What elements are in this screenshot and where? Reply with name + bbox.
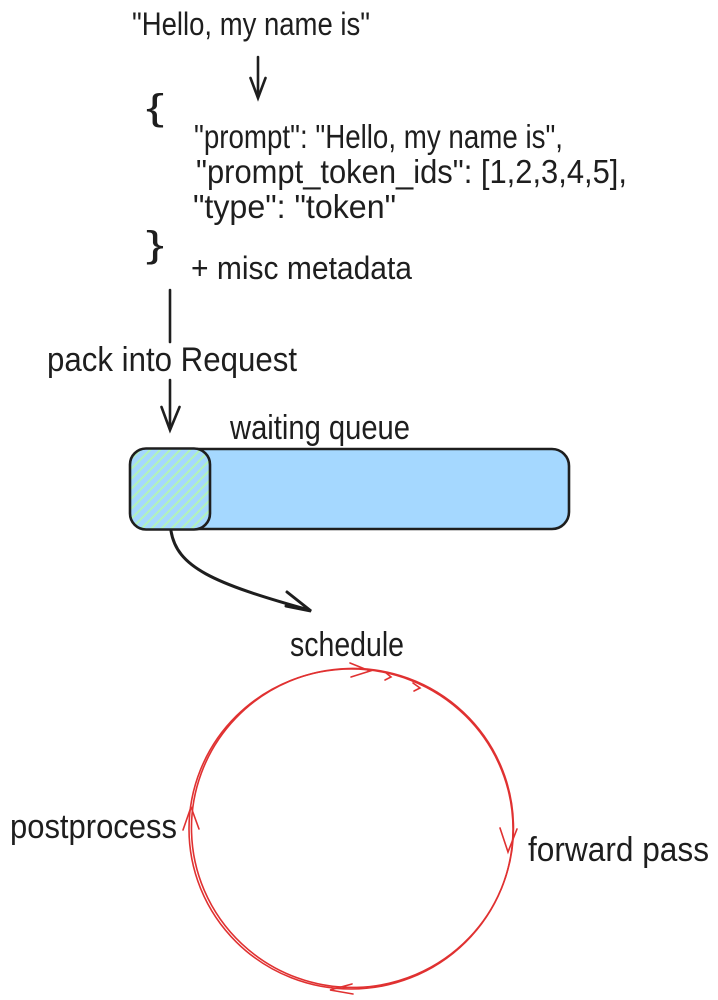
svg-text:"type": "token": "type": "token" [193,188,396,225]
svg-text:"Hello, my name is": "Hello, my name is" [132,6,370,42]
svg-text:pack into Request: pack into Request [47,341,298,379]
svg-text:"prompt": "Hello, my name is",: "prompt": "Hello, my name is", [194,118,563,155]
svg-text:"prompt_token_ids": [1,2,3,4,5: "prompt_token_ids": [1,2,3,4,5], [196,153,627,190]
svg-text:waiting queue: waiting queue [229,409,410,447]
svg-text:}: } [146,224,164,265]
svg-text:+ misc metadata: + misc metadata [191,250,412,286]
svg-text:forward pass: forward pass [528,831,709,869]
svg-text:{: { [146,87,164,128]
svg-text:schedule: schedule [290,626,404,664]
svg-text:postprocess: postprocess [10,808,177,846]
